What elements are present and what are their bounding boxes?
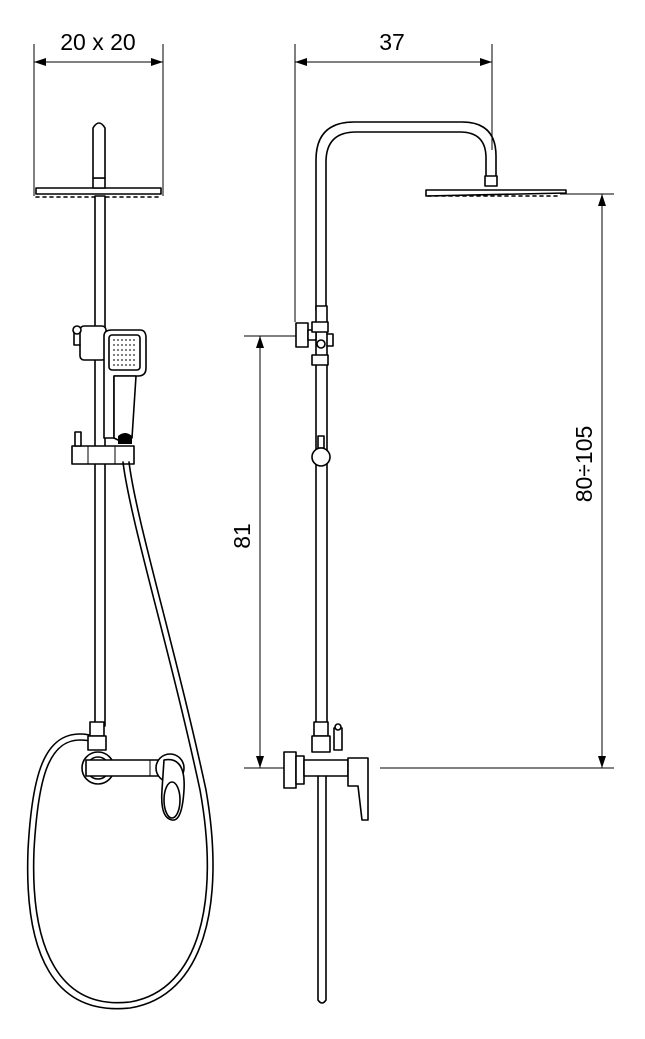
dimension-arm-reach: 37 (294, 29, 493, 322)
column-side (315, 305, 328, 727)
mount-height-label: 81 (229, 523, 255, 549)
mixer-front (81, 721, 185, 821)
slide-holder-front (71, 431, 135, 465)
arm-reach-label: 37 (379, 29, 405, 55)
slide-knob-side (311, 435, 331, 467)
wall-bracket-upper-front (72, 325, 107, 361)
dimension-height-range: 80÷105 (380, 193, 614, 769)
mixer-side (283, 721, 369, 1004)
dimension-head-size: 20 x 20 (33, 29, 164, 196)
shower-arm-side (315, 121, 567, 311)
side-view: 37 (229, 29, 614, 1004)
shower-hose-front (26, 461, 214, 1010)
head-size-label: 20 x 20 (60, 29, 135, 55)
rain-shower-head-front (35, 122, 162, 198)
dimension-mount-height: 81 (229, 335, 296, 769)
hand-shower-front (103, 329, 147, 444)
wall-bracket-upper-side (295, 321, 334, 366)
height-range-label: 80÷105 (571, 426, 597, 503)
front-view: 20 x 20 (26, 29, 214, 1010)
